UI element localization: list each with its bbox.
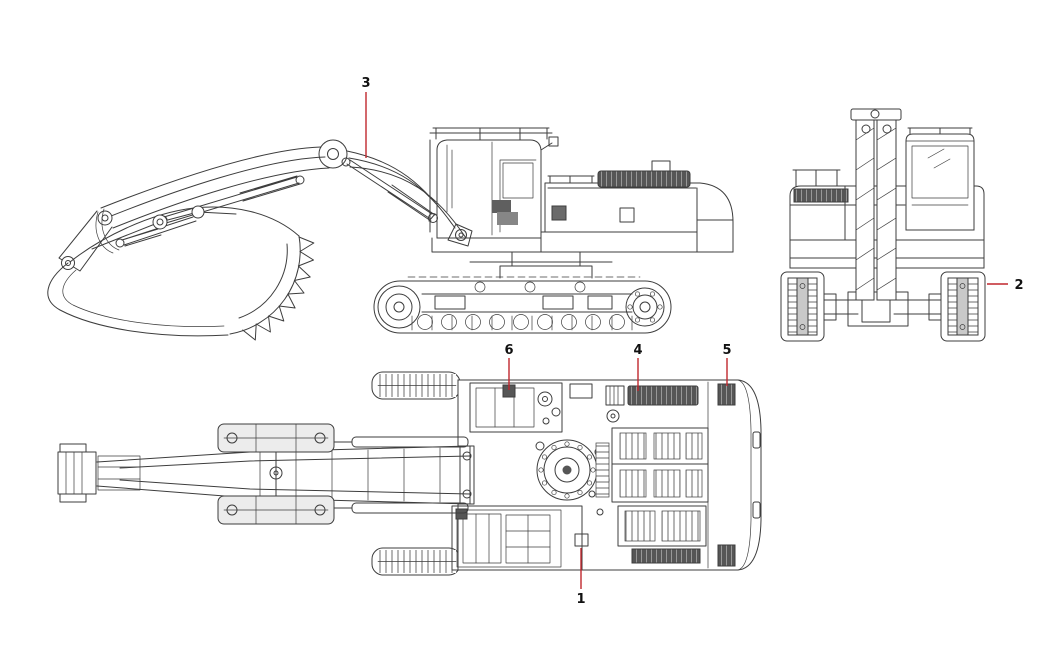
callout-6: 6: [504, 343, 514, 390]
callout-3-label: 3: [361, 76, 370, 91]
rear-compartment-top: [617, 505, 707, 564]
pump-compartment-top: [451, 505, 604, 571]
callout-1: 1: [576, 548, 586, 607]
stick-cylinder: [163, 175, 301, 224]
callout-1-label: 1: [576, 592, 585, 607]
seat: [492, 200, 511, 213]
excavator-top-view: [57, 371, 762, 576]
bucket-teeth: [242, 236, 315, 341]
callout-3: 3: [361, 76, 371, 158]
rear-boom-folded: [850, 108, 902, 323]
engine-grille: [597, 170, 691, 188]
excavator-side-view: [47, 127, 734, 341]
stick-end-top: [57, 451, 97, 495]
callout-2-label: 2: [1014, 278, 1023, 293]
rear-cab: [905, 127, 975, 231]
side-stick-and-bucket: [47, 205, 315, 341]
callout-4-label: 4: [633, 343, 642, 358]
excavator-rear-view: [780, 108, 986, 342]
top-boom-cylinder-right: [351, 502, 469, 514]
side-cab: [429, 127, 559, 239]
component-1: [574, 533, 589, 547]
callout-2: 2: [987, 278, 1024, 293]
side-boom: [95, 139, 473, 254]
top-tracks: [371, 371, 461, 576]
rear-left-track: [780, 271, 825, 342]
side-track-assembly: [373, 251, 672, 334]
component-5: [717, 383, 736, 406]
exhaust: [651, 160, 671, 172]
callouts: 3 2 6 4 5 1: [361, 76, 1023, 607]
component-4: [627, 385, 699, 406]
mirror: [548, 136, 559, 147]
rear-handrail: [792, 169, 841, 187]
callout-5-label: 5: [722, 343, 731, 358]
callout-4: 4: [633, 343, 643, 391]
boom-cylinder: [346, 159, 436, 222]
engine-compartment-top: [595, 427, 709, 503]
callout-6-label: 6: [504, 343, 513, 358]
hydraulic-hoses: [95, 208, 120, 254]
side-upper-body: [431, 160, 734, 253]
rear-undercarriage: [780, 271, 986, 342]
top-boom-assembly: [57, 423, 475, 525]
rear-right-track: [940, 271, 986, 342]
top-deck: [451, 379, 762, 571]
top-boom-cylinder-left: [351, 436, 469, 448]
callout-5: 5: [722, 343, 732, 386]
